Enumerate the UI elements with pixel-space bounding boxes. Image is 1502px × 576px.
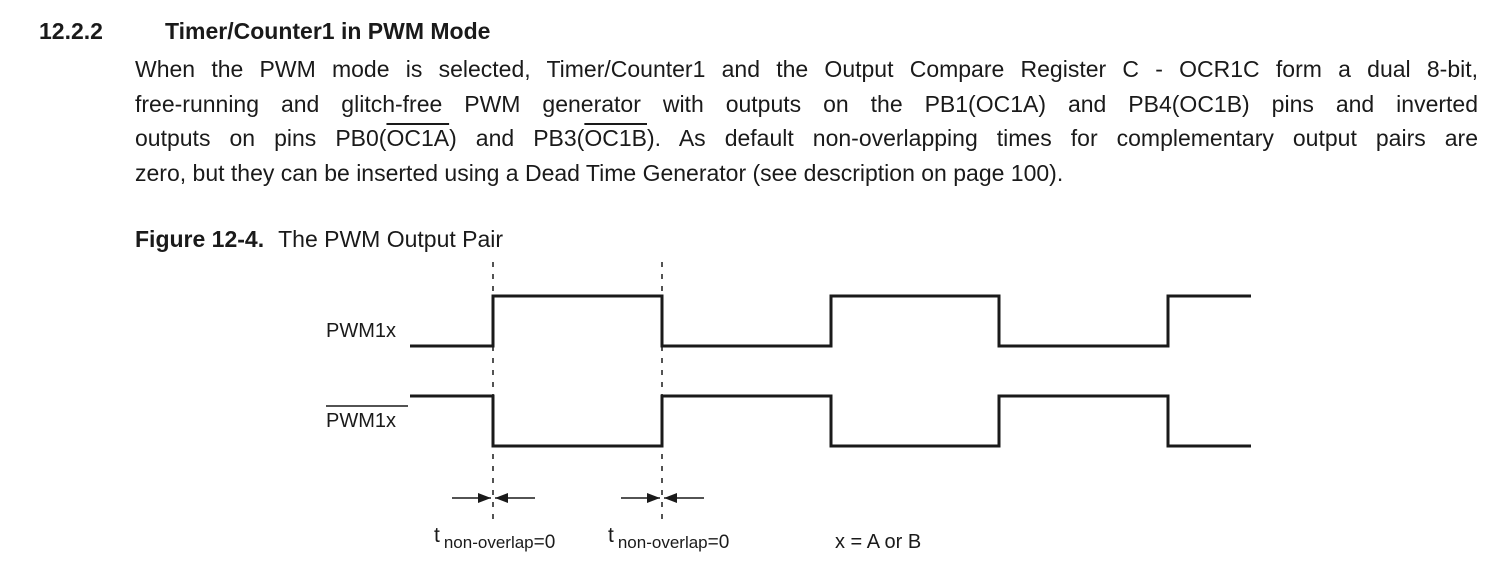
section-number: 12.2.2 bbox=[39, 18, 103, 44]
pwm1x-inverted-label: PWM1x bbox=[326, 410, 396, 432]
t-symbol-1: t bbox=[434, 524, 440, 547]
non-overlap-arrows-2 bbox=[621, 493, 704, 503]
paragraph-line-3-part-a: outputs on pins PB0( bbox=[135, 125, 387, 151]
t-value-1: =0 bbox=[534, 532, 556, 553]
figure-label: Figure 12-4. bbox=[135, 226, 265, 252]
paragraph-line-4: zero, but they can be inserted using a D… bbox=[135, 159, 1064, 186]
pwm1x-label: PWM1x bbox=[326, 320, 396, 342]
figure-title: The PWM Output Pair bbox=[278, 226, 504, 252]
t-symbol-2: t bbox=[608, 524, 614, 547]
non-overlap-arrows-1 bbox=[452, 493, 535, 503]
section-title: Timer/Counter1 in PWM Mode bbox=[165, 18, 491, 44]
pwm1x-waveform bbox=[410, 294, 1251, 348]
paragraph-line-2: free-running and glitch-free PWM generat… bbox=[135, 90, 1478, 117]
oc1b-inverted: OC1B bbox=[584, 125, 647, 151]
paragraph-line-3-part-c: ). As default non-overlapping times for … bbox=[647, 125, 1479, 151]
t-subscript-1: non-overlap bbox=[444, 533, 534, 552]
t-subscript-2: non-overlap bbox=[618, 533, 708, 552]
paragraph-line-3-part-b: ) and PB3( bbox=[449, 125, 585, 151]
t-value-2: =0 bbox=[708, 532, 730, 553]
body-paragraph: When the PWM mode is selected, Timer/Cou… bbox=[135, 52, 1478, 190]
paragraph-line-1: When the PWM mode is selected, Timer/Cou… bbox=[135, 56, 1478, 82]
oc1a-inverted: OC1A bbox=[386, 125, 450, 151]
paragraph-line-3: outputs on pins PB0(OC1A) and PB3(OC1B).… bbox=[135, 121, 1478, 156]
figure-caption: Figure 12-4. The PWM Output Pair bbox=[135, 225, 503, 253]
pwm1x-inverted-waveform bbox=[410, 394, 1251, 448]
x-legend: x = A or B bbox=[835, 531, 921, 553]
